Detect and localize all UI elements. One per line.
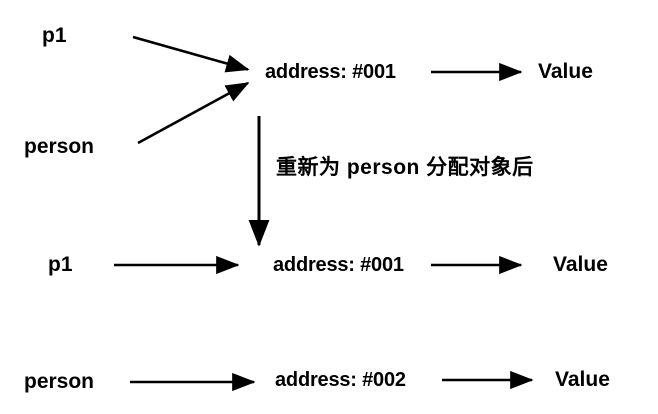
address-label-001-top: address: #001 xyxy=(265,61,396,83)
pointer-label-person-bottom: person xyxy=(24,370,95,393)
address-label-001-mid: address: #001 xyxy=(273,254,404,276)
pointer-label-p1-mid: p1 xyxy=(48,253,73,276)
address-label-002-bottom: address: #002 xyxy=(275,369,406,391)
value-label-bottom: Value xyxy=(555,368,610,391)
arrow-p1-to-address001-top xyxy=(132,35,250,73)
arrow-person-to-address001-top xyxy=(137,81,250,145)
pointer-label-p1-top: p1 xyxy=(42,24,67,47)
value-label-mid: Value xyxy=(553,253,608,276)
value-label-top: Value xyxy=(538,60,593,83)
pointer-label-person-top: person xyxy=(24,135,95,158)
transition-note-label: 重新为 person 分配对象后 xyxy=(276,156,534,179)
